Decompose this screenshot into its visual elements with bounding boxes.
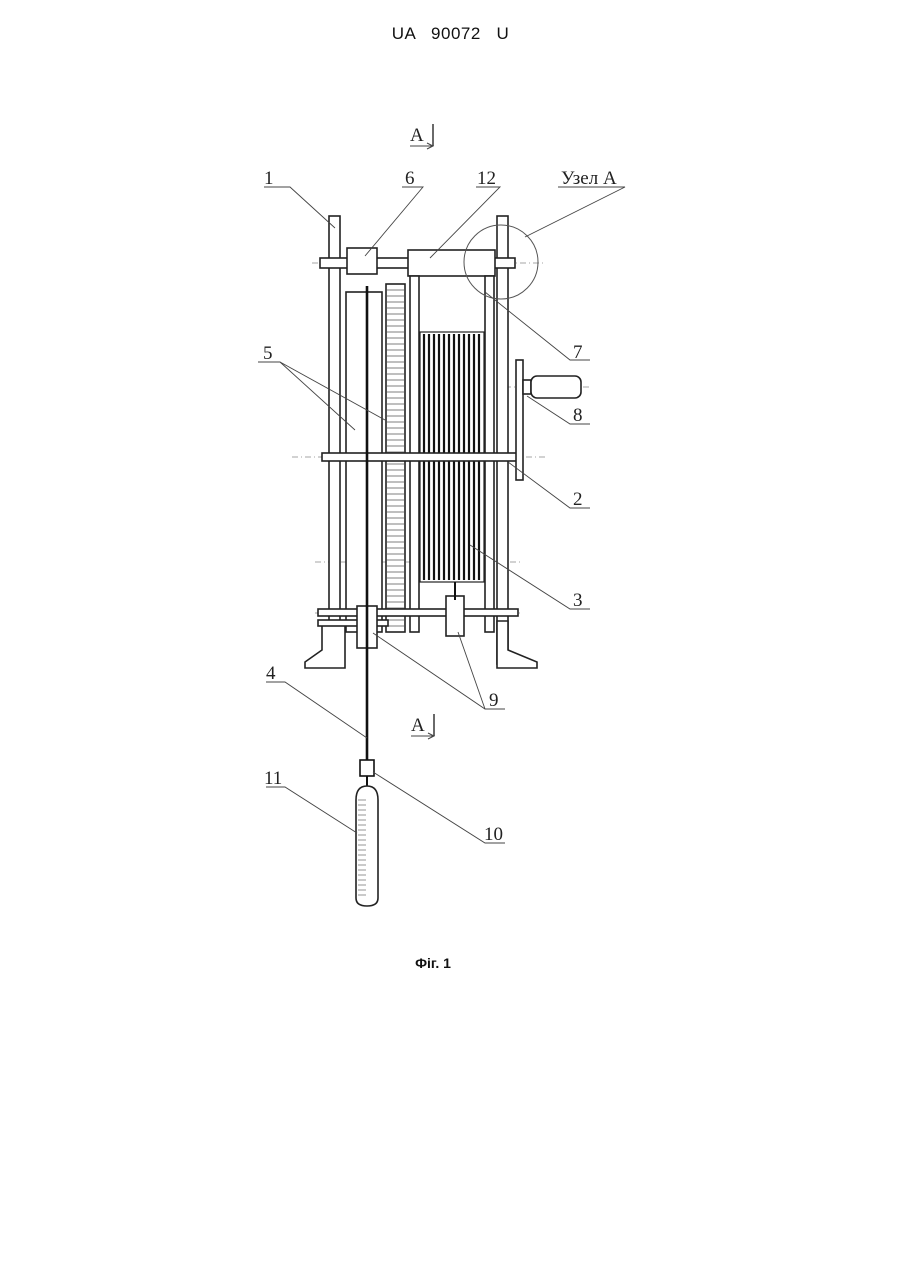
clamp-10 bbox=[360, 760, 374, 776]
weight-11 bbox=[356, 786, 378, 906]
drum-12 bbox=[408, 250, 495, 276]
pulley-9-right bbox=[446, 596, 464, 636]
part-label-9: 9 bbox=[489, 690, 499, 711]
crank-handle-8[interactable] bbox=[516, 360, 581, 480]
part-label-1: 1 bbox=[264, 168, 274, 189]
part-label-6: 6 bbox=[405, 168, 415, 189]
part-label-7: 7 bbox=[573, 342, 583, 363]
detail-callout-label: Узел А bbox=[561, 168, 617, 189]
section-mark-label-top: А bbox=[410, 125, 424, 146]
part-label-12: 12 bbox=[477, 168, 496, 189]
figure-caption: Фіг. 1 bbox=[0, 955, 866, 971]
part-label-11: 11 bbox=[264, 768, 282, 789]
part-label-4: 4 bbox=[266, 663, 276, 684]
roller-6 bbox=[347, 248, 377, 274]
part-label-3: 3 bbox=[573, 590, 583, 611]
part-label-2: 2 bbox=[573, 489, 583, 510]
middle-shaft bbox=[322, 453, 522, 461]
part-label-10: 10 bbox=[484, 824, 503, 845]
section-mark-top: А bbox=[410, 124, 433, 149]
bottom-shaft bbox=[318, 609, 518, 616]
left-frame-plate bbox=[305, 216, 345, 668]
part-label-8: 8 bbox=[573, 405, 583, 426]
section-mark-label-bottom: А bbox=[411, 715, 425, 736]
part-label-5: 5 bbox=[263, 343, 273, 364]
section-mark-bottom: А bbox=[411, 714, 434, 739]
